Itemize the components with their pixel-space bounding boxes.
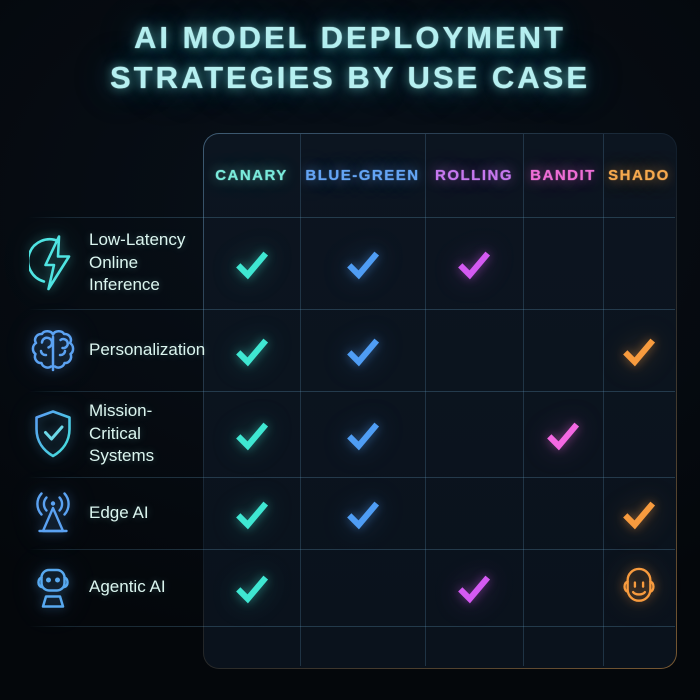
check-cell xyxy=(603,477,675,549)
grid-line xyxy=(28,391,675,392)
matrix-panel xyxy=(203,133,677,669)
check-cell xyxy=(425,549,523,626)
row-label-agentic-ai: Agentic AI xyxy=(89,577,166,597)
title-line-1: AI MODEL DEPLOYMENT xyxy=(134,20,566,55)
check-icon xyxy=(235,501,268,529)
brain-icon xyxy=(28,309,78,391)
agent-face-cell xyxy=(603,549,675,626)
check-cell xyxy=(203,549,300,626)
check-icon xyxy=(235,422,268,450)
check-cell xyxy=(300,477,425,549)
check-cell xyxy=(425,217,523,309)
check-icon xyxy=(346,251,379,279)
check-icon xyxy=(235,338,268,366)
check-icon xyxy=(346,422,379,450)
grid-line xyxy=(28,549,675,550)
check-icon xyxy=(623,338,656,366)
check-cell xyxy=(523,391,603,477)
check-icon xyxy=(346,501,379,529)
column-header-bandit: BANDIT xyxy=(530,166,596,184)
title-line-2: STRATEGIES BY USE CASE xyxy=(110,60,590,95)
check-cell xyxy=(300,309,425,391)
column-header-rolling: ROLLING xyxy=(435,166,513,184)
check-icon xyxy=(346,338,379,366)
column-header-blue-green: BLUE-GREEN xyxy=(305,166,420,184)
grid-line xyxy=(300,134,301,666)
row-label-edge-ai: Edge AI xyxy=(89,502,149,522)
check-cell xyxy=(603,309,675,391)
grid-line xyxy=(425,134,426,666)
column-header-canary: CANARY xyxy=(215,166,288,184)
check-icon xyxy=(547,422,580,450)
row-label-personalization: Personalization xyxy=(89,339,206,359)
grid-line xyxy=(28,309,675,310)
check-icon xyxy=(235,575,268,604)
check-cell xyxy=(203,309,300,391)
page-title: AI MODEL DEPLOYMENT STRATEGIES BY USE CA… xyxy=(0,18,700,98)
grid-line xyxy=(603,134,604,666)
grid-line xyxy=(28,477,675,478)
shield-check-icon xyxy=(28,391,78,477)
grid-line xyxy=(28,217,675,218)
check-cell xyxy=(300,391,425,477)
robot-icon xyxy=(28,549,78,626)
grid-line xyxy=(523,134,524,666)
check-cell xyxy=(203,391,300,477)
column-header-shadow: SHADO xyxy=(608,166,670,184)
check-icon xyxy=(458,575,491,604)
check-cell xyxy=(203,477,300,549)
agent-face-icon xyxy=(623,567,655,602)
row-label-low-latency: Low-Latency Online Inference xyxy=(89,230,186,295)
check-cell xyxy=(203,217,300,309)
antenna-icon xyxy=(28,477,78,549)
check-cell xyxy=(300,217,425,309)
check-icon xyxy=(623,501,656,529)
flash-icon xyxy=(28,217,78,309)
row-label-mission-critical: Mission- Critical Systems xyxy=(89,401,155,466)
check-icon xyxy=(235,251,268,279)
check-icon xyxy=(458,251,491,279)
grid-line xyxy=(28,626,675,627)
